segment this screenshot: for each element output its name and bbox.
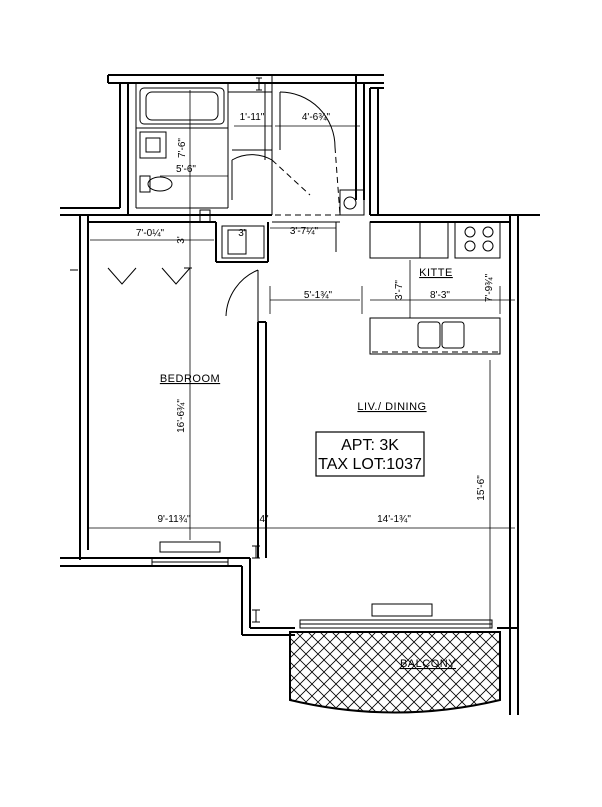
dim-label: 8'-3" bbox=[430, 290, 450, 301]
wall-markers bbox=[252, 545, 260, 623]
walls bbox=[60, 74, 540, 715]
apt-label: APT: 3K bbox=[341, 437, 399, 454]
dim-label: 5'-6" bbox=[176, 164, 196, 175]
bedroom-door bbox=[225, 269, 259, 322]
bedroom-closet-doors bbox=[70, 267, 192, 285]
kitchen-counter bbox=[369, 221, 501, 259]
dim-label: 15'-6" bbox=[476, 475, 487, 501]
dim-label: 7'-0¼" bbox=[136, 227, 165, 239]
kitchen-island bbox=[369, 317, 501, 355]
sink bbox=[139, 131, 167, 159]
taxlot-label: TAX LOT:1037 bbox=[318, 456, 422, 473]
dim-label: 4'-6¾" bbox=[302, 112, 331, 123]
dim-label: 3' bbox=[238, 228, 246, 239]
dimension-labels: 1'-11" 4'-6¾" 7'-6" 5'-6" 7'-0¼" 3' 3' 3… bbox=[136, 112, 495, 525]
balcony-hatch bbox=[289, 631, 501, 714]
bathtub bbox=[139, 87, 225, 125]
dim-label: 7'-9¾" bbox=[484, 273, 495, 302]
dim-label: 3'-7" bbox=[394, 280, 405, 300]
room-label-living: LIV./ DINING bbox=[357, 401, 426, 413]
dim-label: 14'-1¾" bbox=[377, 514, 411, 525]
hall-icon bbox=[256, 77, 262, 91]
stove bbox=[464, 226, 494, 252]
dimension-lines bbox=[88, 90, 515, 628]
bedroom-window bbox=[151, 541, 229, 567]
dim-label: 5'-1¾" bbox=[304, 290, 333, 301]
living-window bbox=[299, 603, 493, 629]
info-box bbox=[315, 431, 425, 477]
room-label-bedroom: BEDROOM bbox=[160, 373, 220, 385]
washer bbox=[221, 225, 265, 259]
toilet bbox=[139, 175, 173, 193]
room-label-kitchen: KITTE bbox=[419, 267, 453, 279]
dim-label: 1'-11" bbox=[240, 112, 265, 123]
dim-label: 4" bbox=[259, 514, 269, 525]
closet-door bbox=[275, 91, 341, 216]
dim-label: 9'-11¾" bbox=[157, 514, 191, 525]
dim-label: 16'-6¾" bbox=[176, 399, 187, 433]
dim-label: 7'-6" bbox=[177, 138, 188, 158]
dim-label: 3'-7¼" bbox=[290, 225, 319, 237]
dim-label: 3' bbox=[176, 236, 187, 244]
bath-door bbox=[199, 154, 311, 223]
room-label-balcony: BALCONY bbox=[400, 658, 456, 670]
